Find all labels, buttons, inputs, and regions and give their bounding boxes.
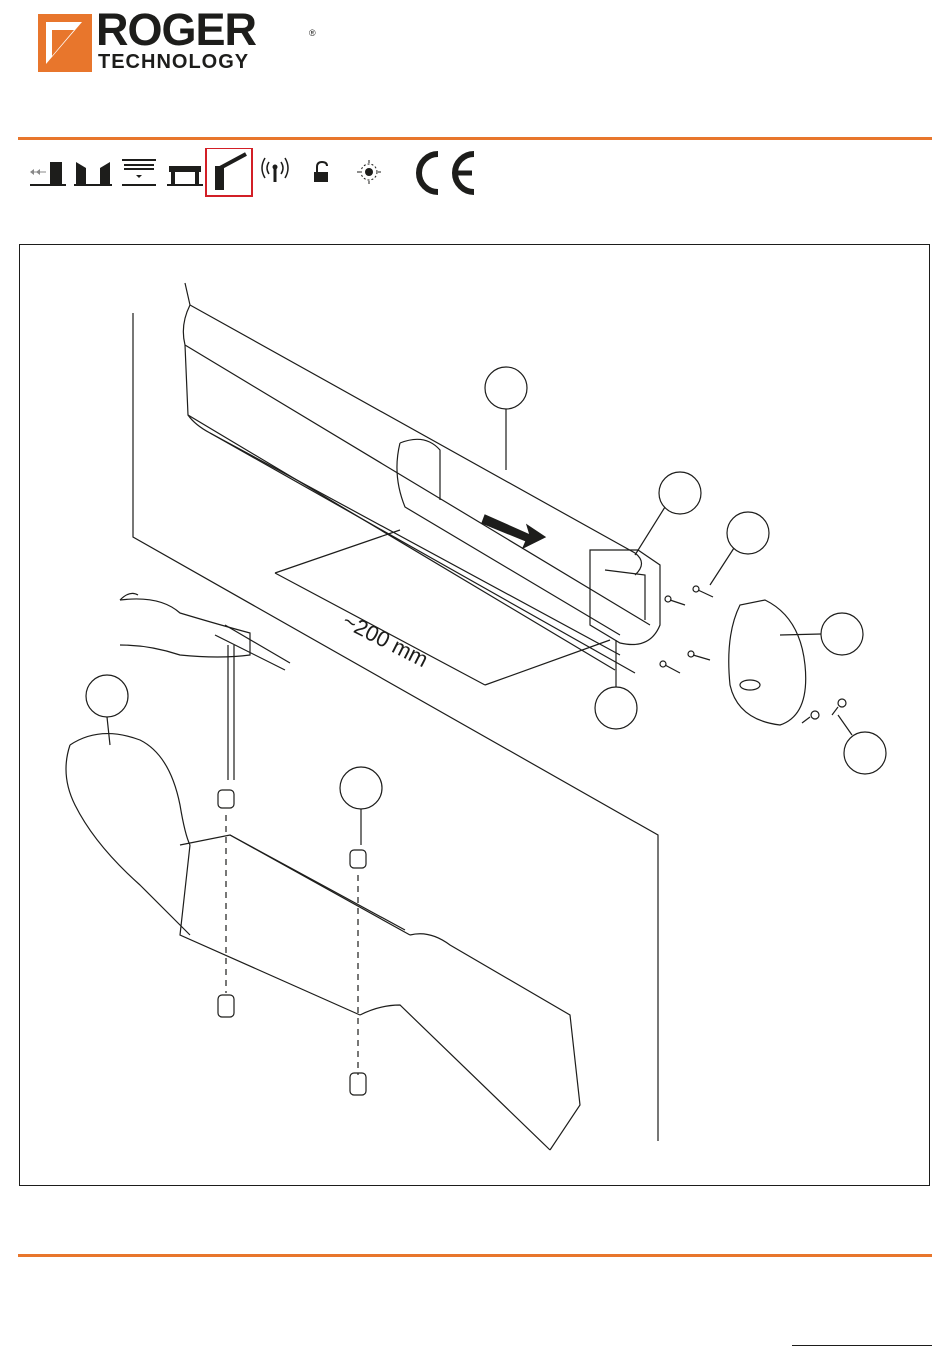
sectional-door-icon bbox=[167, 166, 203, 185]
boom-profile-upper bbox=[183, 283, 650, 673]
unlock-icon bbox=[314, 162, 328, 182]
end-cap-bracket bbox=[590, 550, 660, 645]
brand-subtitle: TECHNOLOGY bbox=[98, 52, 249, 72]
roger-logo-mark-icon bbox=[38, 14, 92, 72]
registered-mark: ® bbox=[309, 28, 316, 38]
screws-cover bbox=[802, 699, 846, 723]
photocell-icon bbox=[357, 160, 381, 184]
swing-gate-icon bbox=[74, 162, 112, 185]
exploded-view-plane bbox=[133, 313, 658, 1141]
page-number-line bbox=[792, 1345, 932, 1346]
brand-name: ROGER bbox=[96, 7, 256, 52]
footer-divider bbox=[18, 1254, 932, 1257]
page-number bbox=[792, 1346, 932, 1348]
radio-antenna-icon bbox=[262, 158, 288, 182]
sliding-gate-icon bbox=[30, 162, 66, 185]
fixing-bolts bbox=[218, 790, 366, 1095]
garage-door-icon bbox=[122, 160, 156, 185]
brand-logo: ROGER TECHNOLOGY ® bbox=[38, 14, 278, 76]
dimension-line bbox=[275, 530, 610, 685]
header-divider bbox=[18, 137, 932, 140]
barrier-housing bbox=[66, 734, 410, 1015]
end-cap-cover bbox=[729, 600, 806, 725]
hand-with-wrench bbox=[120, 593, 290, 780]
callout-circles bbox=[86, 367, 886, 845]
category-icon-bar bbox=[26, 148, 486, 198]
boom-profile-lower bbox=[230, 835, 580, 1150]
road-barrier-icon[interactable] bbox=[206, 148, 252, 196]
screws-upper bbox=[660, 586, 713, 673]
assembly-diagram bbox=[19, 244, 930, 1186]
ce-mark-icon bbox=[419, 154, 474, 192]
